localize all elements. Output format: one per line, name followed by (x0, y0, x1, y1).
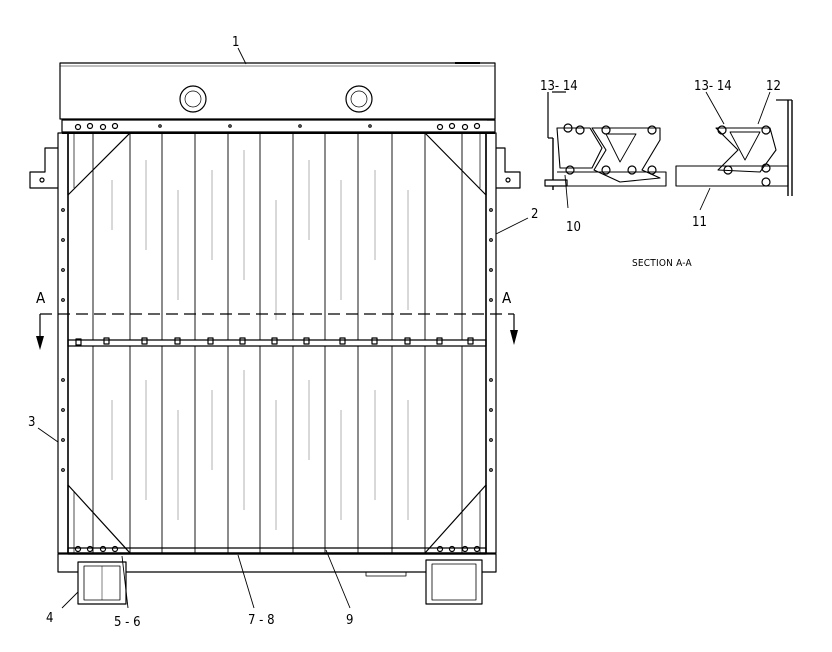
middle-support-bar (67, 337, 487, 347)
section-marker-left: A (36, 289, 46, 307)
section-marker-right: A (502, 289, 512, 307)
bottom-mounts (77, 559, 483, 605)
core-fin-texture (111, 150, 409, 530)
core-panels-upper (92, 133, 463, 340)
callout-10: 10 (566, 220, 581, 235)
corner-gussets (67, 132, 487, 554)
callout-9: 9 (346, 613, 353, 628)
callout-4: 4 (46, 611, 53, 626)
section-arrow-right (510, 330, 518, 345)
section-detail-left (544, 91, 667, 209)
bottom-tank (57, 553, 497, 577)
leader-lines (37, 47, 529, 609)
callout-13-14-right: 13- 14 (694, 79, 732, 94)
top-tank (59, 62, 496, 121)
callout-12: 12 (766, 79, 781, 94)
callout-7-8: 7 - 8 (248, 613, 275, 628)
section-title: SECTION A-A (632, 258, 692, 269)
core-panels-lower (92, 346, 463, 553)
callout-5-6: 5 - 6 (114, 615, 141, 630)
callout-1: 1 (232, 35, 239, 50)
callout-11: 11 (692, 215, 707, 230)
section-cut-line (39, 313, 515, 340)
top-mounting-strip (61, 119, 496, 134)
callout-3: 3 (28, 415, 35, 430)
section-arrow-left (36, 336, 44, 350)
callout-13-14-left: 13- 14 (540, 79, 578, 94)
section-detail-right (675, 91, 793, 211)
callout-2: 2 (531, 207, 538, 222)
